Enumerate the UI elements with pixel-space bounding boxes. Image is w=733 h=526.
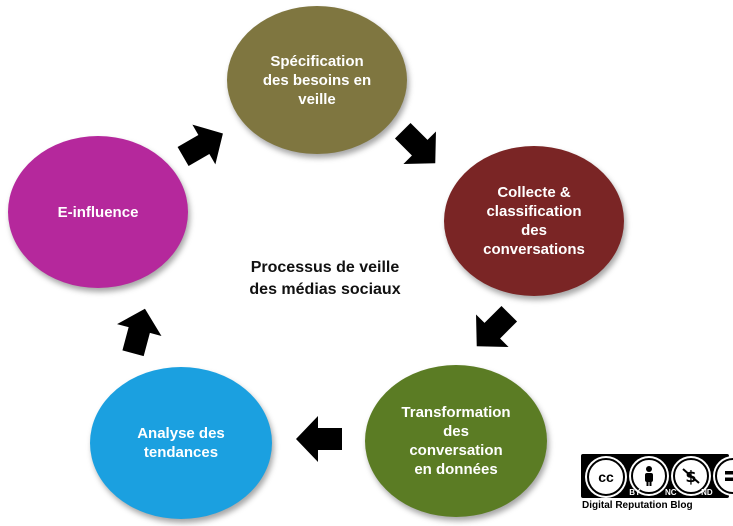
arrow-1-to-2-icon — [381, 109, 457, 185]
arrow-4-to-5-icon — [106, 298, 172, 364]
cc-nd-label: ND — [701, 488, 713, 497]
step-specification-line3: veille — [298, 90, 336, 108]
diagram-title: Processus de veille des médias sociaux — [215, 257, 435, 301]
cc-nc-label: NC — [664, 488, 677, 497]
step-transformation-node: Transformation des conversation en donné… — [365, 365, 547, 517]
cc-license-badge: cc $ BY NC ND — [581, 454, 733, 498]
step-collecte-line4: conversations — [483, 241, 585, 258]
diagram-title-line1: Processus de veille — [250, 259, 400, 276]
step-transformation-line1: Transformation — [401, 404, 511, 421]
arrow-5-to-1-icon — [166, 108, 240, 182]
step-collecte-node: Collecte & classification des conversati… — [444, 146, 624, 296]
step-einfluence-node: E-influence — [8, 136, 188, 288]
step-specification-line2: des besoins en — [262, 71, 372, 89]
cc-footer-text: Digital Reputation Blog — [582, 500, 693, 511]
step-transformation-line2: des — [443, 423, 469, 440]
attribution-person-icon — [631, 458, 667, 494]
diagram-title-line2: des médias sociaux — [249, 281, 401, 298]
step-specification-node: Spécification des besoins en veille — [227, 6, 407, 154]
arrow-3-to-4-icon — [292, 412, 346, 466]
step-analyse-node: Analyse des tendances — [90, 367, 272, 519]
step-analyse-line1: Analyse des — [137, 425, 225, 442]
cc-logo-icon: cc — [587, 458, 625, 496]
noncommercial-dollar-icon: $ — [673, 458, 709, 494]
step-specification-line1: Spécification — [270, 52, 364, 70]
step-einfluence-line1: E-influence — [57, 203, 139, 221]
step-collecte-line2: classification — [486, 203, 582, 220]
step-analyse-line2: tendances — [143, 444, 219, 461]
step-collecte-line1: Collecte & — [497, 184, 571, 201]
step-transformation-line4: en données — [414, 461, 498, 478]
cc-license-labels: BY NC ND — [617, 488, 725, 497]
step-transformation-line3: conversation — [409, 442, 503, 459]
cc-label: cc — [598, 469, 614, 485]
arrow-2-to-3-icon — [455, 292, 531, 368]
step-collecte-line3: des — [521, 222, 547, 239]
cc-by-label: BY — [629, 488, 641, 497]
